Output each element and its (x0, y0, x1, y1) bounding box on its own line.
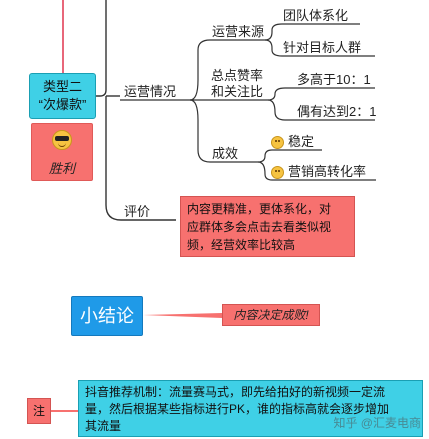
sunglasses-face-icon (52, 130, 72, 150)
likes-label-line1: 总点赞率 (210, 68, 263, 83)
operations-label[interactable]: 运营情况 (124, 84, 177, 99)
likes-item-2[interactable]: 偶有达到2：1 (297, 104, 377, 119)
results-label[interactable]: 成效 (212, 146, 239, 161)
main-node-line2: “次爆款” (38, 97, 87, 112)
likes-label-line2: 和关注比 (210, 84, 263, 99)
source-item-1[interactable]: 团队体系化 (283, 8, 349, 23)
watermark: 知乎 @汇麦电商 (333, 416, 421, 430)
evaluation-box[interactable]: 内容更精准，更体系化，对 应群体多会点击去看类似视 频，经营效率比较高 (180, 196, 355, 257)
results-item-2[interactable]: 营销高转化率 (288, 164, 367, 179)
results-item-1[interactable]: 稳定 (288, 134, 315, 149)
evaluation-text-line: 频，经营效率比较高 (187, 238, 296, 252)
source-item-2[interactable]: 针对目标人群 (283, 40, 362, 55)
result-badge-label: 胜利 (48, 161, 75, 176)
main-node-type-two[interactable]: 类型二 “次爆款” (29, 73, 96, 119)
main-node-line1: 类型二 (42, 79, 82, 94)
note-text-line: 抖音推荐机制：流量赛马式，即先给拍好的新视频一定流 (85, 385, 386, 399)
smiley-icon (271, 166, 284, 179)
likes-item-1[interactable]: 多高于10：1 (297, 72, 371, 87)
likes-label[interactable]: 总点赞率 和关注比 (206, 68, 268, 100)
note-box[interactable]: 抖音推荐机制：流量赛马式，即先给拍好的新视频一定流 量，然后根据某些指标进行PK… (78, 380, 423, 437)
note-button[interactable]: 注 (27, 398, 51, 424)
evaluation-text-line: 应群体多会点击去看类似视 (187, 220, 332, 234)
note-text-line: 量，然后根据某些指标进行PK，谁的指标高就会逐步增加 (85, 402, 390, 416)
note-text-line: 其流量 (85, 419, 122, 433)
result-badge[interactable]: 胜利 (31, 123, 93, 181)
smiley-icon (271, 136, 284, 149)
source-label[interactable]: 运营来源 (212, 24, 265, 39)
evaluation-text-line: 内容更精准，更体系化，对 (187, 202, 332, 216)
evaluation-label[interactable]: 评价 (124, 204, 151, 219)
summary-button[interactable]: 小结论 (71, 296, 143, 336)
conclusion-box[interactable]: 内容决定成败! (222, 304, 320, 326)
